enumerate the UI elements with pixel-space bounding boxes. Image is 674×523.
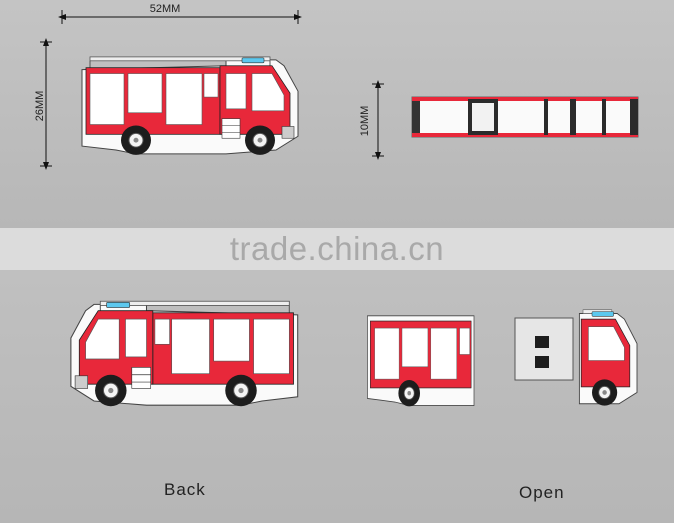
thickness-label: 10MM [359,105,371,137]
truck-open-view [367,309,638,407]
height-label: 26MM [34,90,46,122]
truck-top-view [411,96,639,138]
truck-side-view [81,56,299,156]
truck-back-view [70,300,299,407]
watermark-band [0,228,674,270]
open-caption: Open [519,483,565,502]
back-caption: Back [164,480,206,499]
watermark-text: trade.china.cn [229,230,445,267]
usb-connector [514,317,574,381]
width-label: 52MM [149,3,181,15]
